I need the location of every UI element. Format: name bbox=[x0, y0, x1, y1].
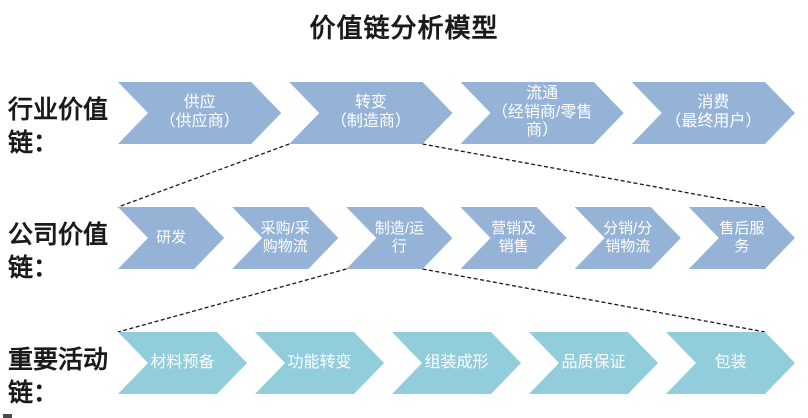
key-activity-chain-strip: 材料预备功能转变组装成形品质保证包装 bbox=[118, 332, 795, 394]
company-value-chain-step: 采购/采 购物流 bbox=[232, 207, 338, 269]
company-value-chain-strip: 研发采购/采 购物流制造/运 行营销及 销售分销/分 销物流售后服 务 bbox=[118, 207, 795, 269]
company-value-chain-step: 分销/分 销物流 bbox=[575, 207, 681, 269]
expansion-connector-left bbox=[117, 268, 347, 333]
industry-value-chain-step: 供应 （供应商） bbox=[118, 82, 281, 144]
expansion-connector-right bbox=[422, 143, 766, 208]
key-activity-chain-step: 材料预备 bbox=[118, 332, 247, 394]
company-value-chain-step: 制造/运 行 bbox=[346, 207, 452, 269]
industry-value-chain-label: 行业价值 链： bbox=[8, 96, 109, 157]
expansion-connector-right bbox=[422, 268, 766, 333]
industry-value-chain-strip: 供应 （供应商）转变 （制造商）流通 （经销商/零售 商）消费 （最终用户） bbox=[118, 82, 795, 144]
key-activity-chain-step: 品质保证 bbox=[529, 332, 658, 394]
cropped-edge-artifact bbox=[3, 414, 12, 418]
industry-value-chain-step: 转变 （制造商） bbox=[289, 82, 452, 144]
industry-value-chain-step: 消费 （最终用户） bbox=[632, 82, 795, 144]
expansion-connector-left bbox=[117, 143, 290, 208]
company-value-chain-step: 研发 bbox=[118, 207, 224, 269]
diagram-title: 价值链分析模型 bbox=[309, 13, 499, 43]
company-value-chain-label: 公司价值 链： bbox=[8, 221, 109, 282]
industry-value-chain-step: 流通 （经销商/零售 商） bbox=[461, 82, 624, 144]
key-activity-chain-step: 功能转变 bbox=[255, 332, 384, 394]
company-value-chain-step: 售后服 务 bbox=[689, 207, 795, 269]
key-activity-chain-step: 包装 bbox=[666, 332, 795, 394]
key-activity-chain-label: 重要活动 链： bbox=[8, 346, 109, 407]
key-activity-chain-step: 组装成形 bbox=[392, 332, 521, 394]
company-value-chain-step: 营销及 销售 bbox=[461, 207, 567, 269]
